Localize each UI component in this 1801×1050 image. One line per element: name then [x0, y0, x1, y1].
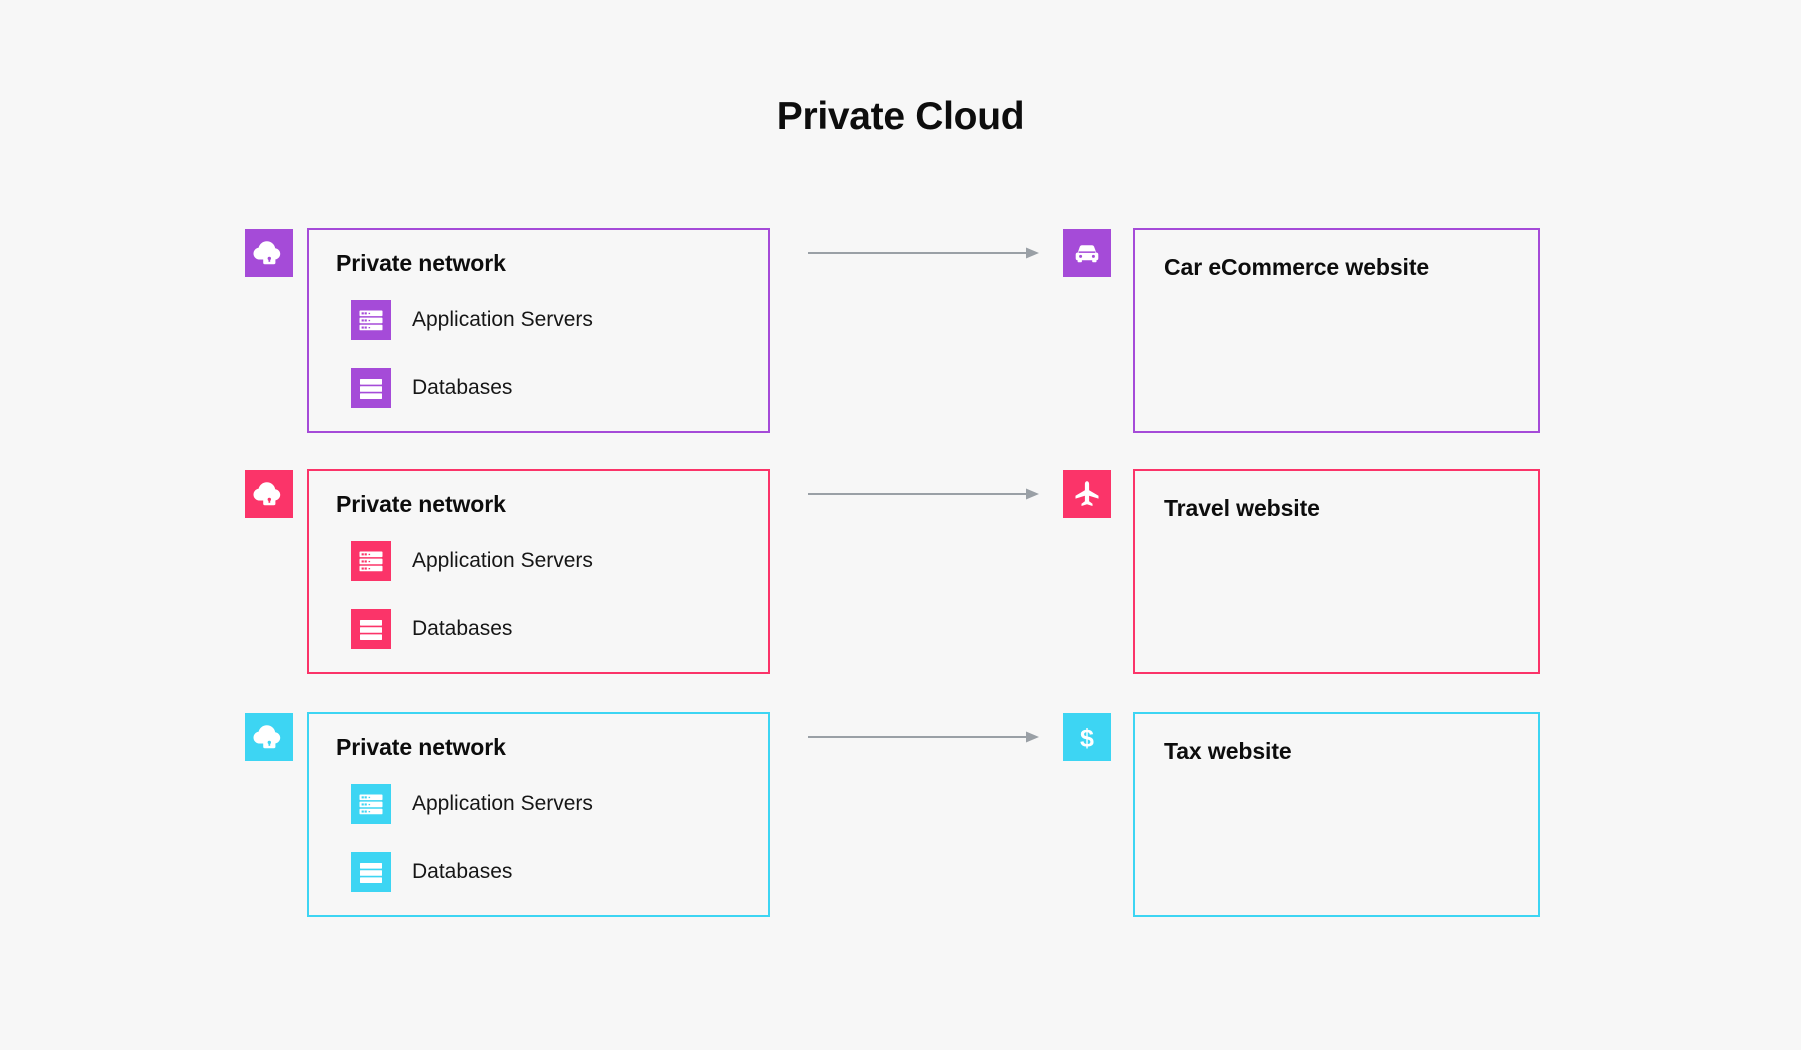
service-label: Databases [412, 617, 513, 640]
service-item-application-servers: Application Servers [351, 541, 593, 581]
website-panel: Car eCommerce website [1133, 228, 1540, 433]
server-icon [351, 541, 391, 581]
dollar-icon-badge: $ [1063, 713, 1111, 761]
database-icon [351, 609, 391, 649]
private-network-title: Private network [336, 491, 506, 517]
website-title: Tax website [1164, 738, 1292, 764]
private-network-panel: Private network [307, 712, 770, 917]
cloud-lock-icon-badge [245, 229, 293, 277]
private-network-title: Private network [336, 734, 506, 760]
service-item-application-servers: Application Servers [351, 300, 593, 340]
website-panel: Tax website [1133, 712, 1540, 917]
car-icon [1063, 229, 1111, 277]
website-panel: Travel website [1133, 469, 1540, 674]
connection-arrow [808, 486, 1040, 502]
service-label: Application Servers [412, 792, 593, 815]
svg-text:$: $ [1080, 725, 1094, 753]
cloud-lock-icon [245, 229, 293, 277]
cloud-lock-icon [245, 713, 293, 761]
private-network-panel: Private network [307, 469, 770, 674]
website-title: Car eCommerce website [1164, 254, 1430, 280]
cloud-lock-icon [245, 470, 293, 518]
private-network-panel: Private network [307, 228, 770, 433]
service-item-databases: Databases [351, 368, 512, 408]
car-icon-badge [1063, 229, 1111, 277]
service-label: Application Servers [412, 549, 593, 572]
website-title: Travel website [1164, 495, 1320, 521]
cloud-lock-icon-badge [245, 713, 293, 761]
cloud-lock-icon-badge [245, 470, 293, 518]
service-label: Databases [412, 860, 513, 883]
server-icon [351, 784, 391, 824]
dollar-icon: $ [1063, 713, 1111, 761]
service-item-application-servers: Application Servers [351, 784, 593, 824]
service-label: Databases [412, 376, 513, 399]
airplane-icon [1063, 470, 1111, 518]
server-icon [351, 300, 391, 340]
diagram-row: Private network [0, 228, 1801, 435]
service-item-databases: Databases [351, 852, 512, 892]
page-title: Private Cloud [776, 95, 1025, 138]
service-item-databases: Databases [351, 609, 512, 649]
connection-arrow [808, 245, 1040, 261]
service-label: Application Servers [412, 308, 593, 331]
airplane-icon-badge [1063, 470, 1111, 518]
database-icon [351, 368, 391, 408]
diagram-row: Private network [0, 712, 1801, 919]
private-network-title: Private network [336, 250, 506, 276]
diagram-row: Private network [0, 469, 1801, 676]
database-icon [351, 852, 391, 892]
connection-arrow [808, 729, 1040, 745]
